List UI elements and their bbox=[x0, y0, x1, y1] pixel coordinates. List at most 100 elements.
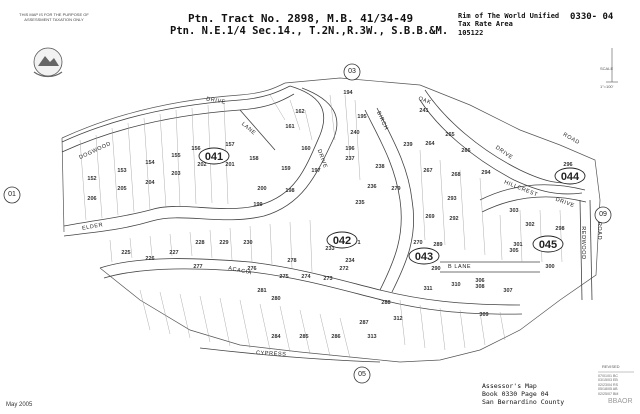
tax-area-name: Rim of The World Unified bbox=[458, 12, 560, 20]
parcel-number: 227 bbox=[169, 250, 178, 256]
parcel-number: 307 bbox=[503, 288, 512, 294]
map-date: May 2005 bbox=[6, 402, 33, 408]
assessor-county: San Bernardino County bbox=[482, 398, 565, 406]
parcel-number: 230 bbox=[243, 240, 252, 246]
parcel-number: 197 bbox=[311, 168, 320, 174]
parcel-number: 156 bbox=[191, 146, 200, 152]
parcel-number: 310 bbox=[451, 282, 460, 288]
parcel-number: 303 bbox=[509, 208, 518, 214]
parcel-number: 293 bbox=[447, 196, 456, 202]
parcel-number: 154 bbox=[145, 160, 155, 166]
parcel-number: 228 bbox=[195, 240, 204, 246]
book-page-number: 0330- 04 bbox=[570, 12, 614, 22]
parcel-number: 162 bbox=[295, 109, 304, 115]
map-ref-east: 09 bbox=[599, 211, 607, 218]
parcel-number: 311 bbox=[424, 286, 433, 292]
road-redwood: REDWOOD bbox=[579, 226, 586, 260]
parcel-number: 284 bbox=[271, 334, 281, 340]
revised-label: REVISED bbox=[602, 364, 620, 369]
parcel-number: 266 bbox=[461, 148, 470, 154]
parcel-number: 155 bbox=[171, 153, 180, 159]
parcel-number: 205 bbox=[117, 186, 126, 192]
parcel-number: 152 bbox=[87, 176, 96, 182]
road-b-lane: B LANE bbox=[448, 264, 472, 270]
parcel-number: 272 bbox=[339, 266, 348, 272]
scale-label: SCALE bbox=[600, 66, 614, 71]
parcel-number: 239 bbox=[403, 142, 412, 148]
block-number-045: 045 bbox=[532, 235, 564, 253]
parcel-number: 273 bbox=[323, 276, 332, 282]
parcel-number: 280 bbox=[271, 296, 280, 302]
parcel-number: 236 bbox=[367, 184, 376, 190]
parcel-number: 269 bbox=[425, 214, 434, 220]
parcel-number: 198 bbox=[285, 188, 294, 194]
parcel-number: 234 bbox=[345, 258, 355, 264]
block-number-041: 041 bbox=[198, 147, 230, 165]
parcel-number: 301 bbox=[513, 242, 522, 248]
assessor-map-label: Assessor's Map bbox=[482, 382, 537, 390]
parcel-number: 305 bbox=[509, 248, 518, 254]
parcel-number: 268 bbox=[451, 172, 460, 178]
block-label: 045 bbox=[539, 239, 557, 251]
parcel-number: 270 bbox=[413, 240, 422, 246]
tax-area-label: Tax Rate Area bbox=[458, 20, 513, 28]
watermark: BBAOR bbox=[608, 398, 633, 405]
assessor-book-page: Book 0330 Page 04 bbox=[482, 390, 549, 398]
block-label: 041 bbox=[205, 151, 223, 163]
parcel-number: 300 bbox=[545, 264, 554, 270]
map-ref-north: 03 bbox=[348, 68, 356, 75]
road-road-se: ROAD bbox=[596, 221, 603, 241]
parcel-number: 281 bbox=[257, 288, 266, 294]
block-label: 044 bbox=[561, 171, 580, 183]
parcel-number: 306 bbox=[475, 278, 484, 284]
map-ref-west: 01 bbox=[8, 191, 16, 198]
block-number-042: 042 bbox=[326, 231, 358, 249]
parcel-number: 203 bbox=[171, 171, 180, 177]
parcel-number: 276 bbox=[247, 266, 256, 272]
section-title: Ptn. N.E.1/4 Sec.14., T.2N.,R.3W., S.B.B… bbox=[170, 25, 449, 37]
parcel-number: 233 bbox=[325, 246, 334, 252]
parcel-number: 277 bbox=[193, 264, 202, 270]
parcel-number: 274 bbox=[301, 274, 311, 280]
revised-date: 05/18/05 AB bbox=[598, 387, 618, 392]
parcel-number: 202 bbox=[197, 162, 206, 168]
revised-date: 07/01/01 BC bbox=[598, 374, 618, 378]
parcel-number: 289 bbox=[433, 242, 442, 248]
parcel-number: 199 bbox=[253, 202, 262, 208]
map-ref-south: 05 bbox=[358, 371, 366, 378]
parcel-number: 159 bbox=[281, 166, 290, 172]
parcel-number: 225 bbox=[121, 250, 130, 256]
parcel-number: 265 bbox=[445, 132, 454, 138]
parcel-number: 206 bbox=[87, 196, 96, 202]
parcel-number: 288 bbox=[381, 300, 390, 306]
parcel-number: 241 bbox=[419, 108, 428, 114]
parcel-number: 157 bbox=[225, 142, 234, 148]
parcel-number: 287 bbox=[359, 320, 368, 326]
block-number-044: 044 bbox=[554, 167, 586, 185]
parcel-number: 292 bbox=[449, 216, 458, 222]
parcel-number: 201 bbox=[225, 162, 234, 168]
revised-date: 02/25/07 BM bbox=[598, 391, 619, 396]
block-number-043: 043 bbox=[408, 247, 440, 265]
scale-value: 1"=100' bbox=[600, 84, 614, 89]
parcel-number: 308 bbox=[475, 284, 484, 290]
parcel-number: 313 bbox=[367, 334, 376, 340]
parcel-number: 237 bbox=[345, 156, 354, 162]
parcel-number: 226 bbox=[145, 256, 154, 262]
parcel-number: 161 bbox=[285, 124, 294, 130]
parcel-number: 240 bbox=[350, 130, 359, 136]
parcel-number: 278 bbox=[287, 258, 296, 264]
parcel-number: 158 bbox=[249, 156, 258, 162]
parcel-number: 264 bbox=[425, 141, 435, 147]
assessment-notice: THIS MAP IS FOR THE PURPOSE OF ASSESSMEN… bbox=[19, 12, 89, 22]
parcel-number: 298 bbox=[555, 226, 564, 232]
parcel-number: 294 bbox=[481, 170, 491, 176]
parcel-number: 279 bbox=[391, 186, 400, 192]
parcel-number: 290 bbox=[431, 266, 440, 272]
parcel-number: 229 bbox=[219, 240, 228, 246]
parcel-number: 285 bbox=[299, 334, 308, 340]
parcel-number: 200 bbox=[257, 186, 266, 192]
